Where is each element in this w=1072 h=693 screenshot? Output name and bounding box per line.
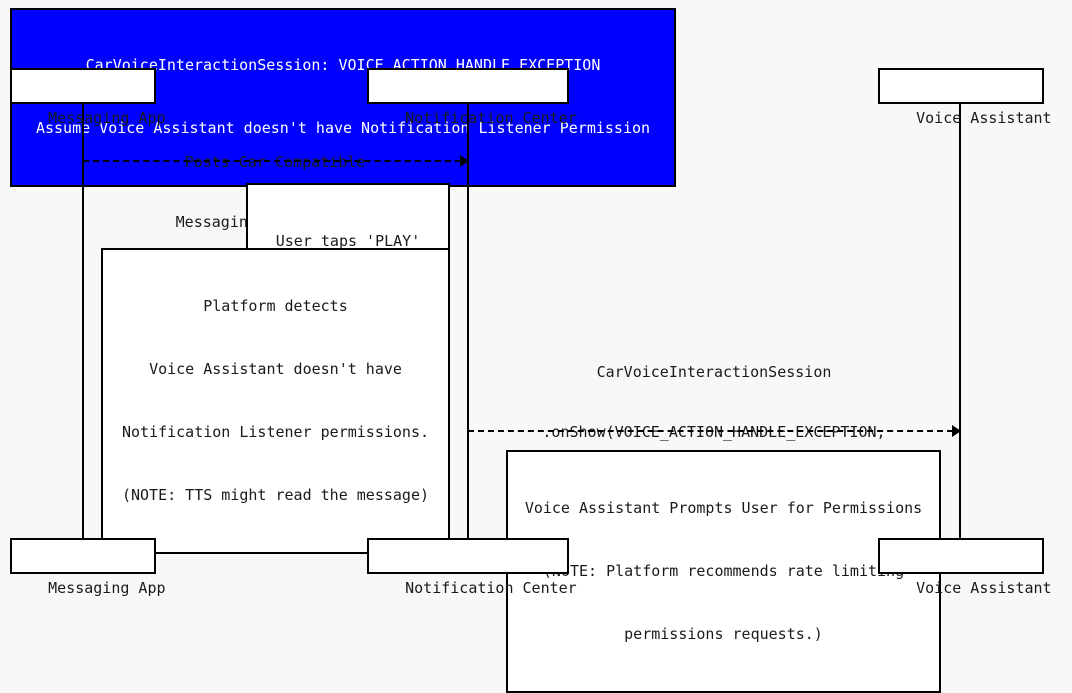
arrow-head-icon [952,425,961,437]
note-line-1: Platform detects [203,297,348,315]
participant-label: Messaging App [48,109,166,127]
sequence-diagram: CarVoiceInteractionSession: VOICE_ACTION… [10,8,1052,693]
participant-label: Notification Center [405,579,577,597]
note-line-3: Notification Listener permissions. [121,423,430,441]
arrow-head-icon [460,155,469,167]
note-line-3: permissions requests.) [624,625,823,643]
arrow-shaft [83,160,461,162]
note-platform-detects: Platform detects Voice Assistant doesn't… [101,248,450,554]
participant-label: Voice Assistant [916,109,1052,127]
message-label-line-2: .onShow(VOICE_ACTION_HANDLE_EXCEPTION, [542,423,886,441]
note-line-1: Voice Assistant Prompts User for Permiss… [524,499,923,517]
message-arrow-post-notification [83,155,469,167]
participant-notification-center-bottom[interactable]: Notification Center [367,538,577,597]
note-line-2: (NOTE: Platform recommends rate limiting [542,562,905,580]
participant-notification-center-top[interactable]: Notification Center [367,68,577,127]
note-line-1: User taps 'PLAY' [275,232,421,250]
participant-label: Notification Center [405,109,577,127]
lifeline-messaging-app [82,104,84,538]
note-line-4: (NOTE: TTS might read the message) [121,486,430,504]
participant-messaging-app-top[interactable]: Messaging App [10,68,166,127]
message-label-line-1: CarVoiceInteractionSession [596,363,832,381]
diagram-title-line-2: Assume Voice Assistant doesn't have Noti… [35,119,651,137]
message-arrow-on-show [468,425,961,437]
note-prompts-permissions: Voice Assistant Prompts User for Permiss… [506,450,941,693]
arrow-shaft [468,430,953,432]
participant-voice-assistant-bottom[interactable]: Voice Assistant [878,538,1052,597]
note-line-2: Voice Assistant doesn't have [149,360,402,378]
participant-voice-assistant-top[interactable]: Voice Assistant [878,68,1052,127]
participant-label: Voice Assistant [916,579,1052,597]
message-label-line-1: Posts Car Compatible [184,153,366,171]
participant-label: Messaging App [48,579,166,597]
lifeline-voice-assistant [959,104,961,538]
participant-messaging-app-bottom[interactable]: Messaging App [10,538,166,597]
lifeline-notification-center [467,104,469,538]
